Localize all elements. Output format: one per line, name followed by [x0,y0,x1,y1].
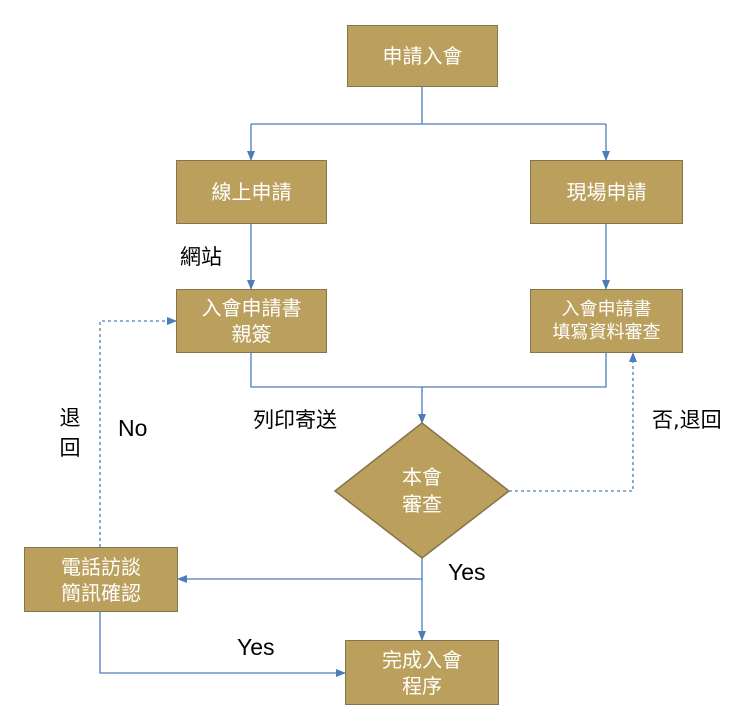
node-complete-line-2: 程序 [402,673,442,698]
node-form-sign-line-1: 入會申請書 [201,296,302,320]
node-onsite-apply: 現場申請 [530,160,683,224]
label-return-vertical: 退 回 [58,403,82,463]
label-print-mail: 列印寄送 [253,408,337,432]
edge-phone-to-complete [99,612,346,677]
node-review-label: 本會 審查 [362,454,482,528]
node-apply: 申請入會 [347,25,498,87]
node-form-fill-review-line-2: 填寫資料審查 [552,322,661,343]
label-yes-phone: Yes [237,634,275,660]
label-return-char-2: 回 [59,436,81,460]
node-online-apply: 線上申請 [176,160,327,224]
node-apply-line-1: 申請入會 [382,44,463,68]
node-phone-sms-line-2: 簡訊確認 [61,580,141,605]
node-form-sign: 入會申請書 親簽 [176,289,327,353]
label-reject-return: 否,退回 [652,408,722,432]
label-return-char-1: 退 [59,406,81,430]
edge-phone-return [99,317,177,547]
node-review-line-2: 審查 [402,492,442,516]
label-website: 網站 [180,245,222,269]
edge-review-reject [509,352,637,492]
edge-review-to-phone [177,558,423,583]
node-review-line-1: 本會 [402,465,442,489]
node-form-fill-review: 入會申請書 填寫資料審查 [530,289,683,353]
node-form-fill-review-line-1: 入會申請書 [561,298,652,320]
node-phone-sms-line-1: 電話訪談 [61,554,141,579]
label-no: No [118,415,148,441]
node-complete-line-1: 完成入會 [382,647,462,672]
edge-forms-merge [250,353,607,388]
node-complete: 完成入會 程序 [345,640,499,705]
review-decision-diamond [333,422,511,559]
node-online-apply-line-1: 線上申請 [211,180,292,204]
label-yes-review: Yes [448,559,486,585]
node-onsite-apply-line-1: 現場申請 [566,180,647,204]
node-phone-sms: 電話訪談 簡訊確認 [24,547,178,612]
node-form-sign-line-2: 親簽 [231,322,272,346]
edge-apply-split [251,87,606,125]
